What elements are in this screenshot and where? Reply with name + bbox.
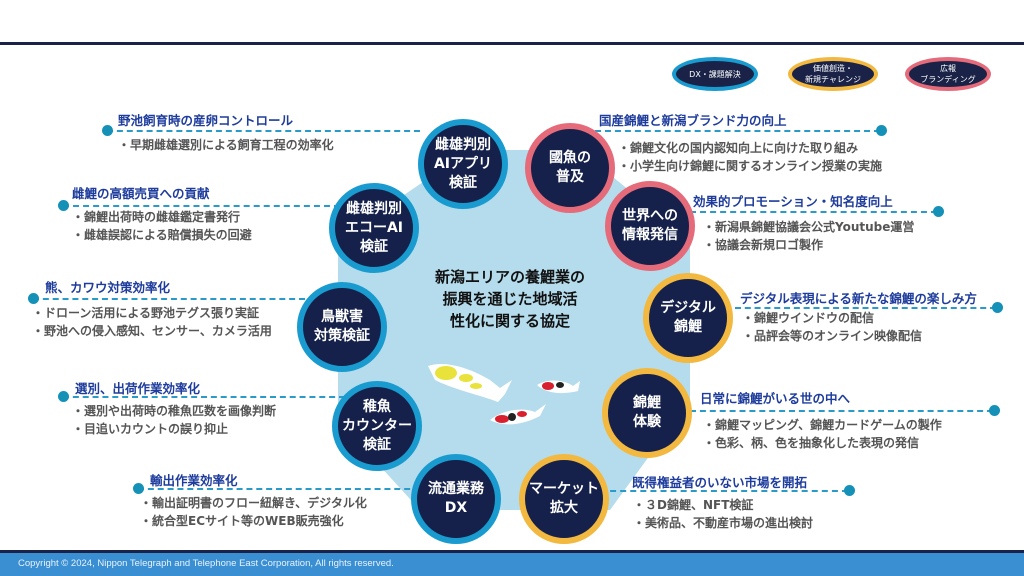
initiative-circle-national-fish: 國魚の普及 (525, 123, 615, 213)
annotation-title: 野池飼育時の産卵コントロール (118, 113, 294, 128)
dashed-connector (595, 130, 880, 132)
initiative-label-line: 検証 (360, 238, 388, 255)
header-rule (0, 42, 1024, 45)
initiative-circle-digital-koi: デジタル錦鯉 (643, 273, 733, 363)
initiative-label-line: 普及 (556, 169, 584, 185)
annotation-title: 日常に錦鯉がいる世の中へ (700, 391, 851, 406)
connector-dot-icon (933, 206, 944, 217)
copyright-text: Copyright © 2024, Nippon Telegraph and T… (18, 558, 394, 569)
annotation-bullet: ・美術品、不動産市場の進出検討 (633, 516, 814, 530)
initiative-label-line: エコーAI (344, 219, 404, 236)
initiative-label-line: カウンター (342, 417, 412, 434)
initiative-label-line: 検証 (363, 436, 391, 453)
connector-dot-icon (133, 483, 144, 494)
initiative-label-line: マーケット (529, 481, 599, 497)
initiative-label-line: 稚魚 (363, 398, 391, 415)
annotation-bullet: ・選別や出荷時の稚魚匹数を画像判断 (72, 404, 277, 418)
initiative-label-line: 錦鯉 (633, 395, 661, 411)
dashed-connector (690, 410, 993, 412)
annotation-bullet: ・錦鯉出荷時の雌雄鑑定書発行 (72, 210, 241, 224)
initiative-label-line: 拡大 (550, 500, 578, 516)
dashed-connector (63, 205, 340, 207)
initiative-circle-sex-echo-ai: 雌雄判別エコーAI 検証 (329, 183, 419, 273)
annotation-bullet: ・錦鯉文化の国内認知向上に向けた取り組み (618, 141, 859, 155)
annotation-bullet: ・目追いカウントの誤り抑止 (72, 422, 229, 436)
annotation-bullet: ・統合型ECサイト等のWEB販売強化 (140, 514, 344, 528)
annotation-title: 雌鯉の高額売買への貢献 (72, 186, 210, 201)
connector-dot-icon (876, 125, 887, 136)
annotation-title: 国産錦鯉と新潟ブランド力の向上 (599, 113, 787, 128)
initiative-circle-fry-counter: 稚魚カウンター検証 (332, 381, 422, 471)
annotation-bullet: ・小学生向け錦鯉に関するオンライン授業の実施 (618, 159, 883, 173)
initiative-label-line: 雌雄判別 (346, 200, 402, 217)
annotation-title: 熊、カワウ対策効率化 (45, 280, 171, 295)
initiative-label-line: DX (444, 500, 468, 516)
annotation-title: デジタル表現による新たな錦鯉の楽しみ方 (740, 291, 977, 306)
initiative-circle-sex-ai-app: 雌雄判別 AIアプリ検証 (418, 119, 508, 209)
annotation-bullet: ・輸出証明書のフロー紐解き、デジタル化 (140, 496, 367, 510)
annotation-bullet: ・早期雌雄選別による飼育工程の効率化 (118, 138, 334, 152)
connector-dot-icon (844, 485, 855, 496)
annotation-title: 輸出作業効率化 (150, 473, 238, 488)
annotation-title: 効果的プロモーション・知名度向上 (693, 194, 893, 209)
initiative-circle-market-expansion: マーケット拡大 (519, 454, 609, 544)
initiative-label-line: 鳥獣害 (321, 309, 363, 325)
initiative-label-line: 体験 (633, 414, 661, 430)
agreement-title-line: 新潟エリアの養鯉業の (434, 268, 585, 286)
agreement-title-line: 性化に関する協定 (449, 312, 570, 330)
dashed-connector (138, 488, 420, 490)
connector-dot-icon (989, 405, 1000, 416)
koi-fish-red-large (490, 404, 546, 425)
initiative-label-line: 情報発信 (622, 227, 678, 243)
initiative-label-line: 錦鯉 (674, 319, 702, 335)
connector-dot-icon (102, 125, 113, 136)
connector-dot-icon (992, 302, 1003, 313)
connector-dot-icon (58, 200, 69, 211)
dashed-connector (33, 298, 305, 300)
legend-pill: 価値創造・ 新規チャレンジ (788, 57, 878, 91)
annotation-bullet: ・ドローン活用による野池テグス張り実証 (32, 306, 260, 320)
initiative-circle-koi-experience: 錦鯉体験 (602, 368, 692, 458)
annotation-bullet: ・品評会等のオンライン映像配信 (742, 329, 923, 343)
koi-fish-red-small (537, 380, 580, 394)
dashed-connector (690, 211, 937, 213)
annotation-title: 選別、出荷作業効率化 (75, 381, 201, 396)
initiative-circle-wildlife-damage: 鳥獣害対策検証 (297, 282, 387, 372)
annotation-bullet: ・協議会新規ロゴ製作 (703, 238, 824, 252)
annotation-bullet: ・雌雄誤認による賠償損失の回避 (72, 228, 252, 242)
footer-bar: Copyright © 2024, Nippon Telegraph and T… (0, 550, 1024, 576)
dashed-connector (107, 130, 420, 132)
initiative-label-line: 雌雄判別 (435, 136, 491, 153)
legend-pill: 広報 ブランディング (905, 57, 991, 91)
dashed-connector (735, 307, 996, 309)
dashed-connector (63, 396, 345, 398)
annotation-title: 既得権益者のいない市場を開拓 (632, 475, 808, 490)
dashed-connector (600, 490, 848, 492)
initiative-label-line: 検証 (449, 174, 477, 191)
koi-fish-white-yellow (428, 363, 512, 402)
initiative-label-line: AIアプリ (433, 155, 493, 172)
initiative-label-line: 世界への (622, 208, 678, 224)
connector-dot-icon (58, 391, 69, 402)
agreement-title-line: 振興を通じた地域活 (442, 290, 578, 308)
initiative-circle-distribution-dx: 流通業務 DX (411, 454, 501, 544)
annotation-bullet: ・錦鯉マッピング、錦鯉カードゲームの製作 (703, 418, 942, 432)
legend-pill: DX・課題解決 (672, 57, 758, 91)
initiative-label-line: デジタル (660, 300, 716, 316)
annotation-bullet: ・錦鯉ウインドウの配信 (742, 311, 875, 325)
agreement-title: 新潟エリアの養鯉業の 振興を通じた地域活 性化に関する協定 (405, 266, 615, 332)
annotation-bullet: ・色彩、柄、色を抽象化した表現の発信 (703, 436, 920, 450)
annotation-bullet: ・３D錦鯉、NFT検証 (633, 498, 754, 512)
annotation-bullet: ・新潟県錦鯉協議会公式Youtube運営 (703, 220, 915, 234)
initiative-label-line: 國魚の (549, 150, 591, 166)
initiative-circle-global-outreach: 世界への情報発信 (605, 181, 695, 271)
connector-dot-icon (28, 293, 39, 304)
initiative-label-line: 対策検証 (314, 328, 370, 344)
initiative-label-line: 流通業務 (428, 481, 484, 497)
annotation-bullet: ・野池への侵入感知、センサー、カメラ活用 (32, 324, 272, 338)
